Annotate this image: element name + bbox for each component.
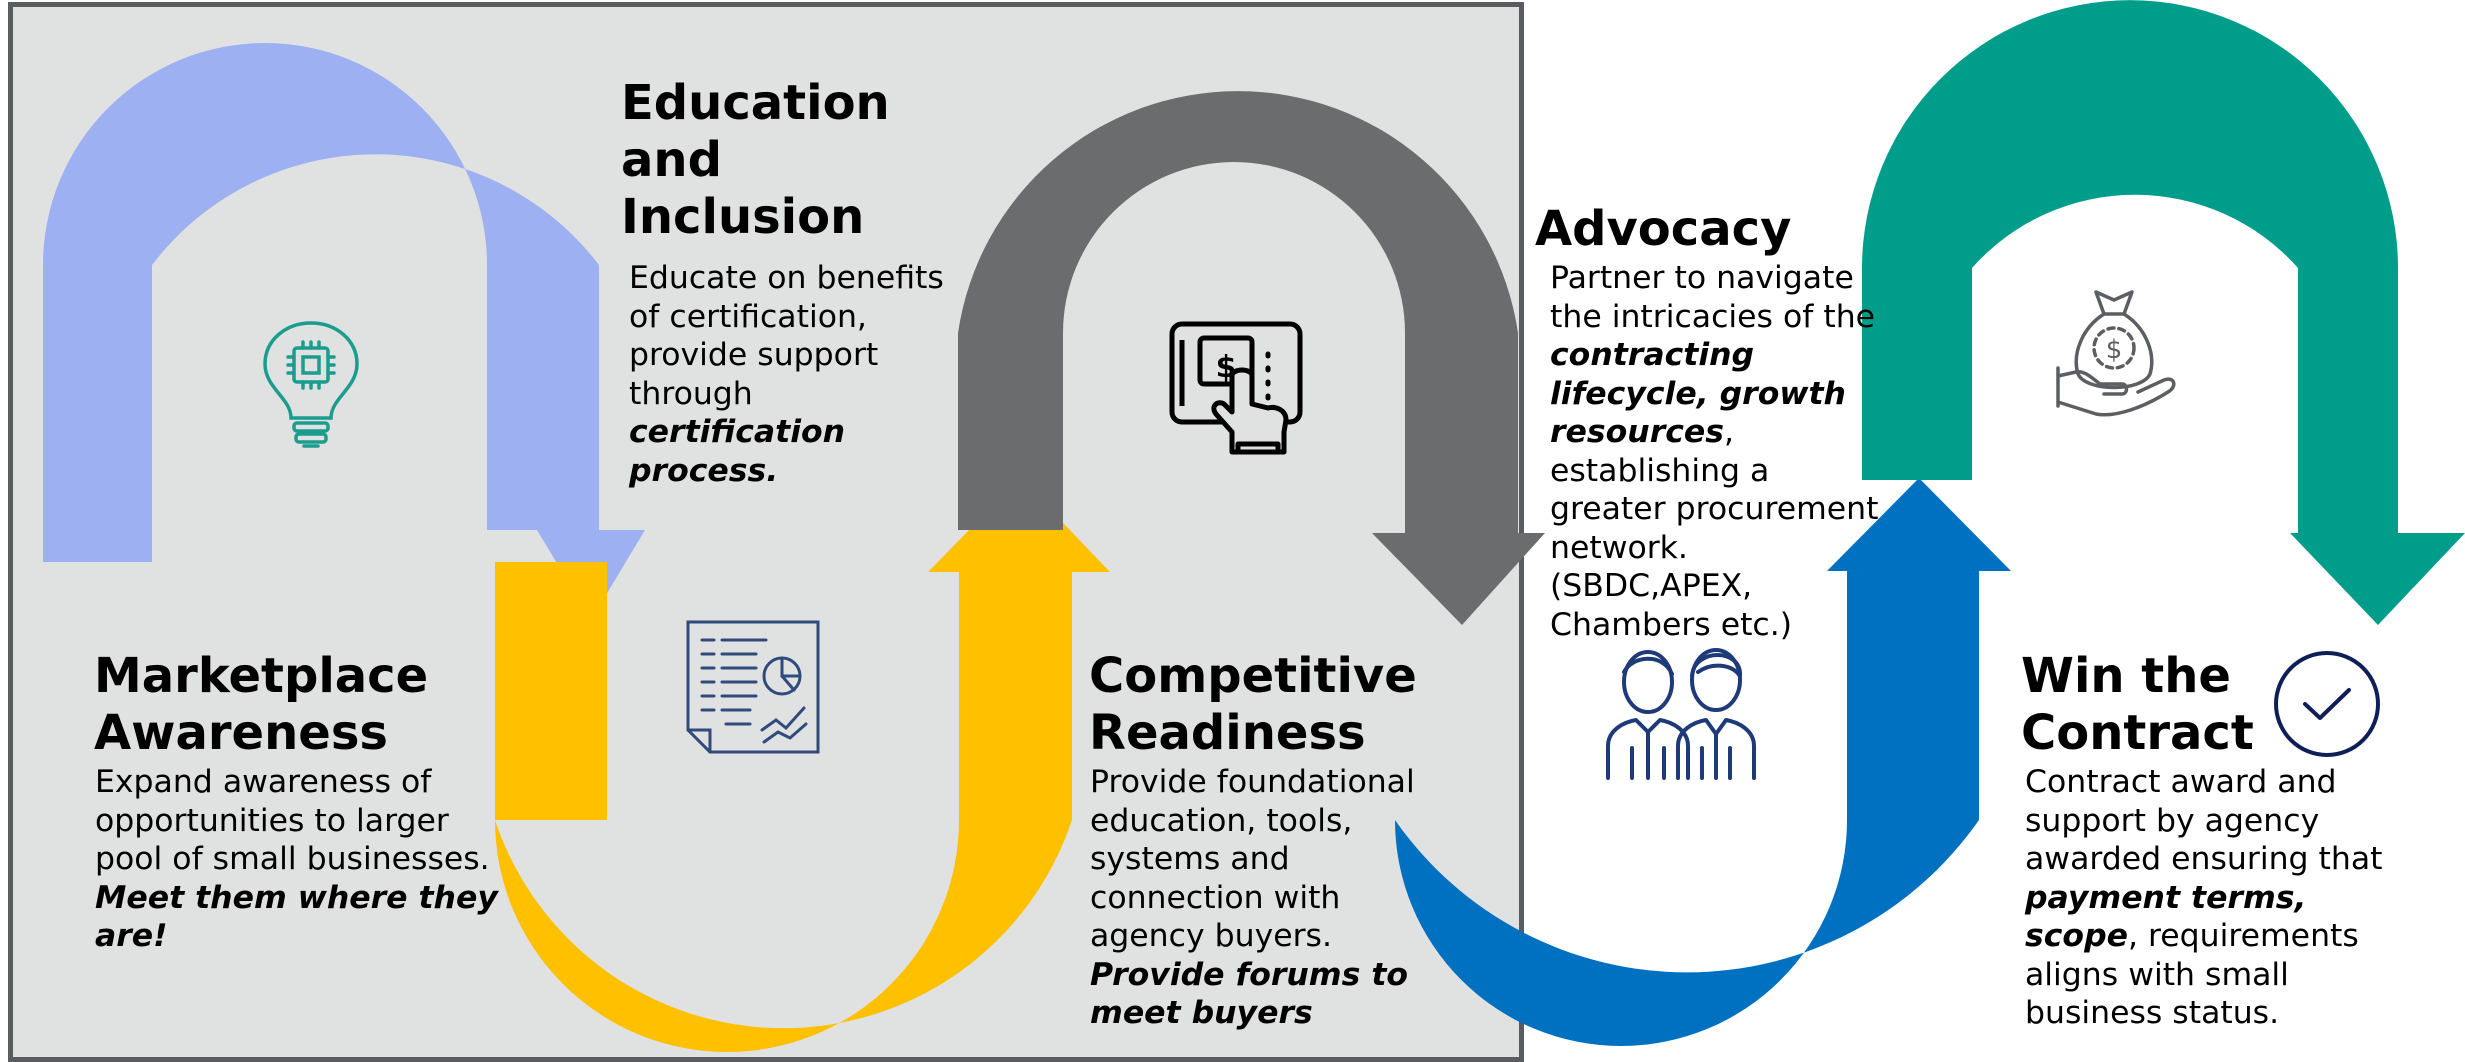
advocacy-text-line: greater procurement (1550, 491, 1879, 527)
education-title: Education and Inclusion (621, 75, 890, 246)
arch-marketplace (43, 43, 645, 620)
education-text-line: Educate on benefits (629, 260, 944, 296)
win-text-line: Contract award and (2025, 764, 2337, 800)
arch-competitive (958, 91, 1545, 626)
advocacy-text-line: establishing a (1550, 452, 1770, 489)
competitive-text-line: education, tools, (1090, 802, 1353, 839)
win-text-line: support by agency (2025, 802, 2320, 839)
education-emphasis-line: certification (629, 414, 846, 450)
svg-text:$: $ (2106, 335, 2123, 365)
marketplace-text-line: opportunities to larger (95, 802, 449, 839)
advocacy-title: Advocacy (1535, 201, 1791, 258)
advocacy-title-line: Advocacy (1535, 201, 1792, 257)
marketplace-description: Expand awareness of opportunities to lar… (95, 763, 498, 956)
education-text-line: of certification, (629, 298, 867, 335)
report-document-icon (686, 620, 820, 754)
marketplace-text-line: Expand awareness of (95, 764, 432, 800)
advocacy-text-line: network. (1550, 529, 1688, 566)
win-emphasis-tail: , requirements (2127, 918, 2359, 954)
tablet-payment-icon: $ (1169, 321, 1303, 455)
competitive-text-line: Provide foundational (1090, 764, 1415, 800)
competitive-text-line: systems and (1090, 841, 1290, 877)
marketplace-emphasis-line: are! (95, 918, 168, 954)
education-description: Educate on benefits of certification, pr… (629, 259, 944, 490)
arch-education (495, 478, 1110, 1052)
marketplace-emphasis-line: Meet them where they (95, 879, 498, 916)
advocacy-description: Partner to navigate the intricacies of t… (1550, 259, 1878, 644)
win-emphasis-line: payment terms, (2025, 879, 2307, 916)
win-emphasis-line: scope (2025, 918, 2128, 954)
win-emphasis-wrap: scope, requirements (2025, 917, 2383, 956)
svg-text:$: $ (1216, 350, 1237, 385)
competitive-title: Competitive Readiness (1089, 648, 1417, 762)
win-title-line: Contract (2021, 705, 2254, 761)
check-circle-icon (2274, 651, 2380, 757)
advocacy-text-line: Chambers etc.) (1550, 606, 1793, 643)
advocacy-emphasis-tail: , (1724, 414, 1735, 450)
people-icon (1606, 648, 1756, 780)
advocacy-text-line: Partner to navigate (1550, 260, 1854, 296)
competitive-title-line: Readiness (1089, 705, 1366, 761)
marketplace-title: Marketplace Awareness (94, 648, 428, 762)
education-title-line: and (621, 132, 722, 188)
arch-win (1862, 0, 2465, 626)
advocacy-emphasis-line: contracting (1550, 337, 1755, 373)
marketplace-title-line: Awareness (94, 705, 388, 761)
competitive-emphasis-line: meet buyers (1090, 995, 1313, 1031)
money-bag-hand-icon: $ (2056, 290, 2176, 417)
arch-advocacy (1395, 478, 2011, 1046)
marketplace-text-line: pool of small businesses. (95, 841, 490, 877)
lightbulb-chip-icon (263, 321, 359, 448)
win-text-line: awarded ensuring that (2025, 841, 2383, 877)
competitive-title-line: Competitive (1089, 648, 1417, 704)
education-text-line: provide support (629, 337, 879, 373)
advocacy-emphasis-line: lifecycle, growth (1550, 375, 1846, 412)
education-title-line: Inclusion (621, 189, 865, 245)
education-text-line: through (629, 375, 753, 412)
education-title-line: Education (621, 75, 890, 131)
win-description: Contract award and support by agency awa… (2025, 763, 2383, 1033)
win-title: Win the Contract (2021, 648, 2254, 762)
advocacy-emphasis-wrap: resources, (1550, 413, 1878, 452)
win-text-line: aligns with small (2025, 956, 2289, 993)
advocacy-emphasis-line: resources (1550, 414, 1725, 450)
competitive-text-line: connection with (1090, 879, 1341, 916)
marketplace-title-line: Marketplace (94, 648, 429, 704)
competitive-description: Provide foundational education, tools, s… (1090, 763, 1415, 1033)
advocacy-text-line: the intricacies of the (1550, 298, 1876, 335)
win-title-line: Win the (2021, 648, 2231, 704)
competitive-text-line: agency buyers. (1090, 918, 1332, 954)
competitive-emphasis-line: Provide forums to (1090, 956, 1409, 993)
education-emphasis-line: process. (629, 452, 779, 489)
win-text-line: business status. (2025, 995, 2280, 1031)
advocacy-text-line: (SBDC,APEX, (1550, 568, 1753, 604)
